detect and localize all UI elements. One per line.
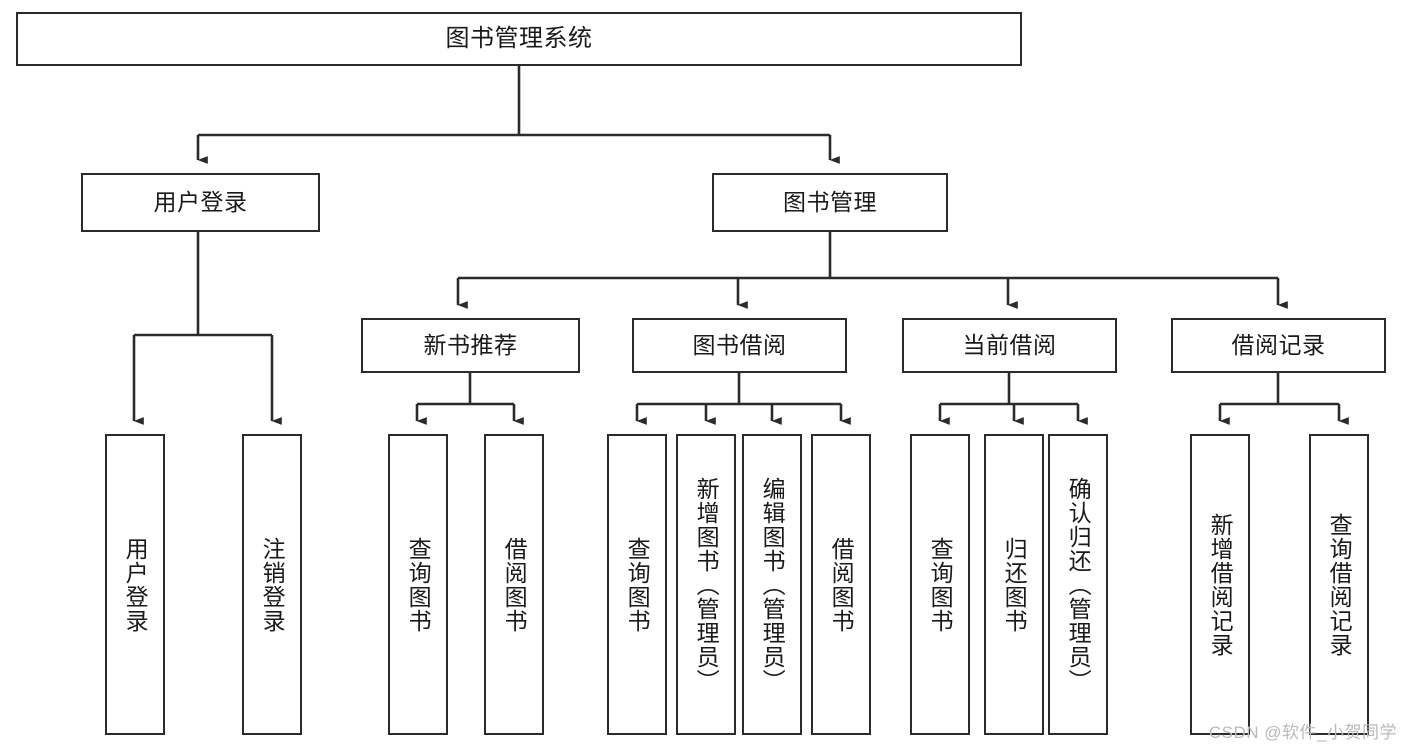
leaf-book-borrow-2[interactable]: 编辑图书（管理员）: [742, 434, 802, 735]
leaf-label: 注销登录: [259, 536, 286, 633]
leaf-user-login-1[interactable]: 注销登录: [242, 434, 302, 735]
leaf-label: 查询图书: [927, 536, 954, 633]
node-book-borrow[interactable]: 图书借阅: [632, 318, 847, 373]
node-new-book-recommend[interactable]: 新书推荐: [361, 318, 580, 373]
leaf-label: 查询图书: [624, 536, 651, 633]
node-label: 当前借阅: [962, 331, 1057, 358]
leaf-label: 编辑图书（管理员）: [759, 476, 786, 693]
node-current-borrow[interactable]: 当前借阅: [902, 318, 1117, 373]
leaf-borrow-record-0[interactable]: 新增借阅记录: [1190, 434, 1250, 735]
leaf-label: 新增图书（管理员）: [693, 476, 720, 693]
leaf-label: 借阅图书: [828, 536, 855, 633]
leaf-label: 新增借阅记录: [1207, 512, 1234, 657]
node-label: 图书借阅: [692, 331, 787, 358]
node-root-system[interactable]: 图书管理系统: [16, 12, 1022, 66]
leaf-current-borrow-1[interactable]: 归还图书: [984, 434, 1044, 735]
leaf-label: 查询借阅记录: [1326, 512, 1353, 657]
leaf-label: 查询图书: [405, 536, 432, 633]
node-label: 新书推荐: [423, 331, 518, 358]
node-label: 借阅记录: [1231, 331, 1326, 358]
leaf-label: 归还图书: [1001, 536, 1028, 633]
leaf-current-borrow-0[interactable]: 查询图书: [910, 434, 970, 735]
node-label: 图书管理系统: [445, 24, 593, 52]
leaf-label: 用户登录: [122, 536, 149, 633]
leaf-label: 确认归还（管理员）: [1065, 476, 1092, 693]
node-book-manage[interactable]: 图书管理: [712, 173, 948, 232]
node-label: 用户登录: [153, 188, 248, 215]
leaf-current-borrow-2[interactable]: 确认归还（管理员）: [1048, 434, 1108, 735]
leaf-borrow-record-1[interactable]: 查询借阅记录: [1309, 434, 1369, 735]
leaf-label: 借阅图书: [501, 536, 528, 633]
leaf-book-borrow-3[interactable]: 借阅图书: [811, 434, 871, 735]
node-user-login[interactable]: 用户登录: [81, 173, 320, 232]
node-label: 图书管理: [783, 188, 877, 215]
leaf-new-book-rec-1[interactable]: 借阅图书: [484, 434, 544, 735]
leaf-book-borrow-1[interactable]: 新增图书（管理员）: [676, 434, 736, 735]
leaf-book-borrow-0[interactable]: 查询图书: [607, 434, 667, 735]
node-borrow-record[interactable]: 借阅记录: [1171, 318, 1386, 373]
leaf-new-book-rec-0[interactable]: 查询图书: [388, 434, 448, 735]
leaf-user-login-0[interactable]: 用户登录: [105, 434, 165, 735]
